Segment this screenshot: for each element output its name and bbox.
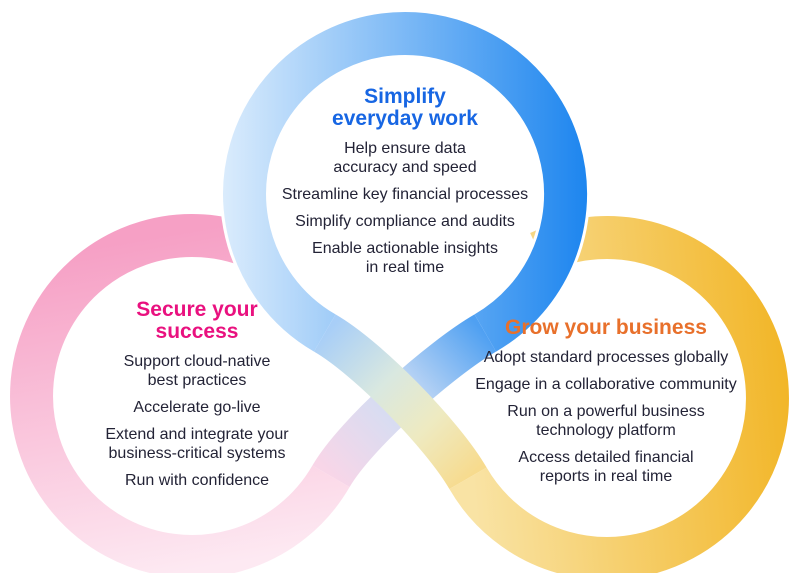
loop-secure-text: Secure your success Support cloud-native… — [48, 299, 346, 490]
ribbon-grow-loop — [449, 216, 789, 573]
loop-grow-title: Grow your business — [505, 316, 707, 339]
list-item: Simplify compliance and audits — [295, 213, 515, 230]
ribbon-secure-loop — [10, 214, 350, 573]
loop-secure-title: Secure your success — [136, 298, 258, 343]
list-item: Engage in a collaborative community — [475, 376, 737, 393]
list-item: Streamline key financial processes — [281, 186, 529, 203]
ribbon-simplify-loop — [223, 12, 588, 352]
loop-grow-text: Grow your business Adopt standard proces… — [456, 317, 756, 486]
list-item: Accelerate go-live — [133, 399, 261, 416]
connector-simplify-to-grow — [313, 314, 487, 490]
list-item: Run with confidence — [124, 472, 270, 489]
loop-simplify-title: Simplify everyday work — [332, 85, 478, 130]
list-item: Adopt standard processes globally — [483, 349, 729, 366]
